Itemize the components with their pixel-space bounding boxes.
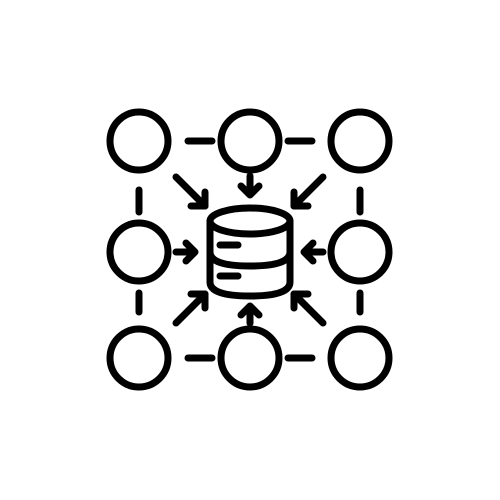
inbound-arrows bbox=[172, 172, 327, 327]
node-top-left-icon bbox=[106, 108, 172, 174]
node-bottom-center-icon bbox=[217, 325, 283, 391]
arrow-top-left-icon bbox=[172, 173, 209, 210]
arrow-bottom-right-icon bbox=[290, 290, 327, 327]
arrow-middle-left-icon bbox=[172, 239, 199, 265]
arrow-top-center-icon bbox=[237, 172, 263, 199]
node-top-center-icon bbox=[217, 108, 283, 174]
node-middle-right-icon bbox=[327, 219, 393, 285]
arrow-bottom-center-icon bbox=[237, 302, 263, 327]
node-connectors bbox=[135, 137, 364, 362]
node-middle-left-icon bbox=[106, 219, 172, 285]
node-top-right-icon bbox=[327, 108, 393, 174]
arrow-bottom-left-icon bbox=[172, 290, 209, 327]
node-bottom-right-icon bbox=[327, 325, 393, 391]
arrow-middle-right-icon bbox=[300, 239, 327, 265]
database-icon bbox=[206, 204, 294, 300]
arrow-top-right-icon bbox=[290, 173, 327, 210]
node-bottom-left-icon bbox=[106, 325, 172, 391]
